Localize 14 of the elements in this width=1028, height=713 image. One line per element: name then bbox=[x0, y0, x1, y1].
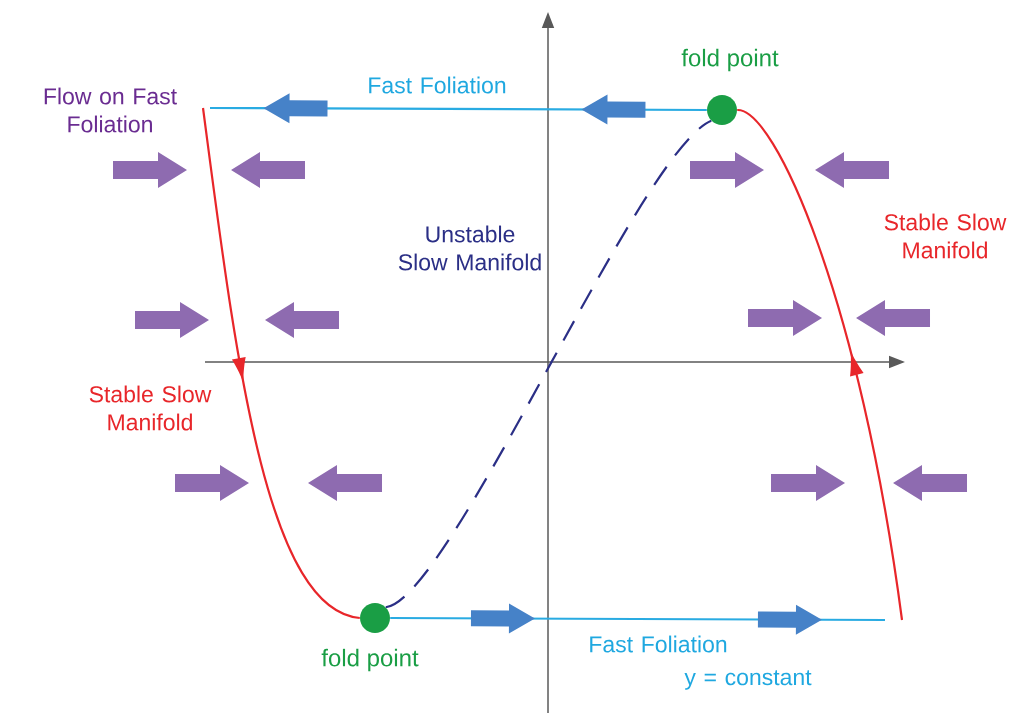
curve bbox=[201, 107, 361, 620]
fold-point bbox=[707, 95, 737, 125]
label: Flow on Fast Foliation bbox=[44, 87, 177, 133]
node-caption: fold point bbox=[681, 48, 779, 72]
label: y = constant bbox=[684, 670, 812, 690]
label: Fast Foliation bbox=[590, 635, 727, 653]
label: Stable Slow Manifold bbox=[884, 213, 1007, 259]
node-caption: fold point bbox=[321, 648, 419, 672]
label: Unstable Slow Manifold bbox=[398, 225, 541, 271]
curve bbox=[736, 108, 904, 621]
fold-point bbox=[360, 603, 390, 633]
label: Fast Foliation bbox=[369, 76, 506, 94]
curve bbox=[385, 119, 712, 609]
label: Stable Slow Manifold bbox=[89, 385, 212, 431]
